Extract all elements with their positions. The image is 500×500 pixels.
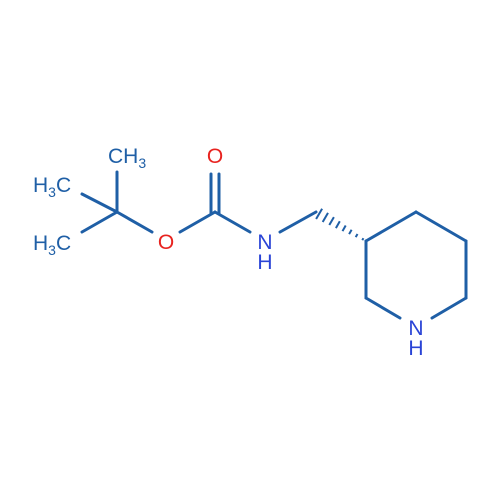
methyl-lower-left-h: H bbox=[33, 232, 48, 255]
carbamate-nitrogen-hydrogen: H bbox=[257, 251, 272, 274]
bond-quaternary-carbon-to-methyl-lower-left bbox=[80, 210, 119, 234]
methyl-upper-left-label: H3C bbox=[33, 174, 71, 200]
methyl-upper-left-subscript: 3 bbox=[48, 184, 56, 200]
hashed-wedge-dash bbox=[335, 220, 341, 229]
hashed-wedge-dash bbox=[348, 229, 353, 235]
bond-ring-n1-to-c2 bbox=[364, 296, 402, 320]
carbamate-nitrogen-label: N bbox=[257, 231, 272, 254]
hashed-wedge-dash bbox=[321, 212, 329, 223]
methyl-upper-left-c: C bbox=[56, 174, 71, 197]
methyl-top-ch: CH bbox=[108, 145, 138, 168]
methyl-top-subscript: 3 bbox=[138, 155, 146, 171]
ring-nitrogen-label: N bbox=[408, 317, 423, 340]
bonds bbox=[80, 170, 468, 320]
hashed-wedge-dash bbox=[341, 225, 347, 232]
hashed-wedge-dash bbox=[361, 237, 365, 241]
bond-quaternary-carbon-to-methyl-upper-left bbox=[80, 192, 119, 214]
hashed-wedge-bond bbox=[315, 208, 365, 241]
bond-nitrogen-to-methylene bbox=[278, 210, 318, 234]
atom-labels: CH3 H3C H3C O O N H N H bbox=[33, 145, 424, 360]
methyl-lower-left-subscript: 3 bbox=[48, 242, 56, 258]
bond-carbonyl-carbon-to-nitrogen bbox=[213, 210, 252, 234]
ring-nitrogen-hydrogen: H bbox=[408, 337, 423, 360]
methyl-upper-left-h: H bbox=[33, 174, 48, 197]
hashed-wedge-dash bbox=[354, 233, 359, 238]
methyl-top-label: CH3 bbox=[108, 145, 146, 171]
bond-ester-oxygen-to-carbonyl-carbon bbox=[178, 210, 217, 234]
hashed-wedge-dash bbox=[315, 208, 323, 220]
methyl-lower-left-label: H3C bbox=[33, 232, 71, 258]
ester-oxygen-label: O bbox=[158, 231, 174, 254]
bond-ring-c3-to-c4 bbox=[364, 210, 418, 243]
bond-quaternary-carbon-to-ester-oxygen bbox=[115, 210, 154, 234]
carbonyl-oxygen-label: O bbox=[207, 145, 223, 168]
hashed-wedge-dash bbox=[328, 216, 335, 226]
bond-ring-c4-to-c5 bbox=[414, 210, 468, 243]
bond-ring-c6-to-n1 bbox=[430, 296, 468, 320]
methyl-lower-left-c: C bbox=[56, 232, 71, 255]
